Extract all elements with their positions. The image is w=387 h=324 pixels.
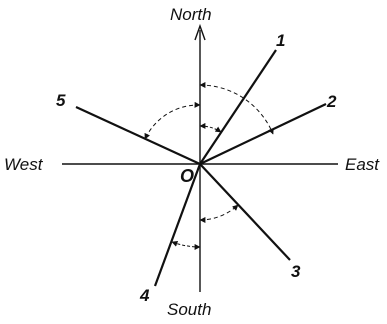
origin-label: O [180,166,194,186]
north-label: North [170,5,212,24]
line-label-4: 4 [139,286,150,305]
line-label-5: 5 [56,91,66,110]
line-3 [199,163,291,261]
line-5 [75,106,201,165]
angle-arc-north-to-1 [199,122,222,133]
angle-arc-south-to-4 [171,241,201,250]
south-label: South [167,300,211,319]
north-arrowhead [194,23,206,41]
line-label-3: 3 [291,262,301,281]
angle-arc-north-to-2 [199,82,274,135]
angle-arc-north-to-5 [144,101,201,140]
angle-arc-south-to-3 [199,204,239,223]
line-4 [153,163,202,287]
east-label: East [345,155,380,174]
line-label-2: 2 [326,92,337,111]
line-label-1: 1 [276,31,285,50]
west-label: West [4,155,44,174]
